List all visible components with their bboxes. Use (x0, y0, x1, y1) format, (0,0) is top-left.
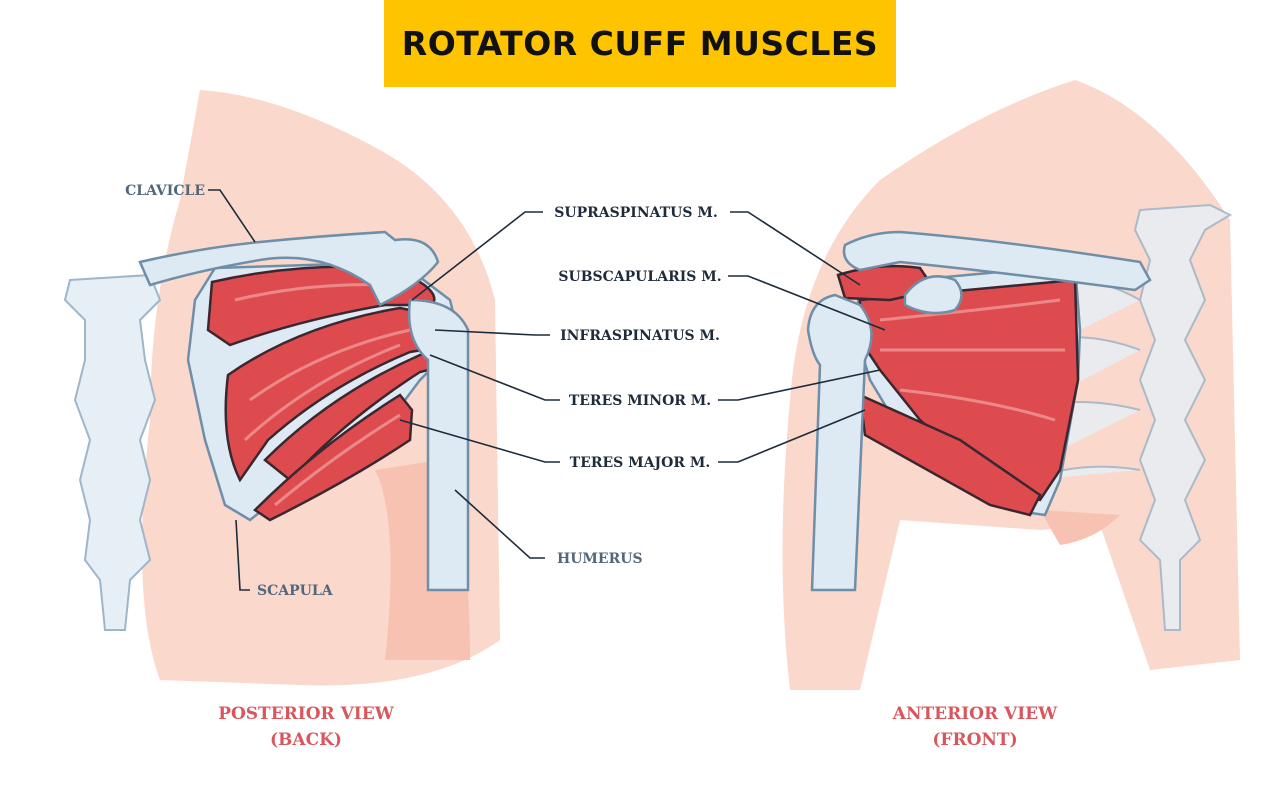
leader-teres-major-left (399, 419, 560, 463)
leader-humerus (454, 489, 545, 559)
label-scapula: SCAPULA (257, 583, 334, 599)
posterior-spine (63, 273, 162, 631)
label-humerus: HUMERUS (557, 551, 643, 567)
posterior-view-subtitle: (BACK) (270, 730, 342, 750)
leader-scapula (235, 519, 250, 591)
label-teres-major: TERES MAJOR M. (570, 455, 710, 471)
label-subscapularis: SUBSCAPULARIS M. (558, 269, 721, 285)
anterior-skin-shadow (1040, 510, 1120, 545)
label-clavicle: CLAVICLE (125, 183, 205, 199)
posterior-clavicle (138, 230, 440, 307)
leader-teres-major-right (718, 409, 866, 463)
leader-supraspinatus-right (730, 211, 861, 286)
posterior-humerus (407, 298, 470, 592)
label-teres-minor: TERES MINOR M. (569, 393, 711, 409)
leader-supraspinatus-left (411, 211, 543, 301)
anterior-teres-major (858, 392, 1042, 517)
anterior-view-subtitle: (FRONT) (932, 730, 1017, 750)
leader-infraspinatus (434, 329, 550, 336)
anterior-humerus (806, 293, 873, 592)
label-infraspinatus: INFRASPINATUS M. (560, 328, 720, 344)
leader-teres-minor-right (718, 369, 881, 401)
leader-subscapularis (728, 275, 886, 331)
page-title: ROTATOR CUFF MUSCLES (401, 24, 879, 63)
anterior-acromion (903, 275, 963, 315)
leader-teres-minor-left (429, 354, 560, 401)
posterior-infraspinatus (224, 306, 454, 483)
anterior-clavicle (842, 230, 1152, 292)
label-supraspinatus: SUPRASPINATUS M. (554, 205, 717, 221)
posterior-view-title: POSTERIOR VIEW (218, 704, 395, 724)
anterior-view-title: ANTERIOR VIEW (892, 704, 1058, 724)
leader-clavicle (208, 189, 256, 243)
posterior-view-illustration (63, 90, 500, 686)
anterior-view-illustration (782, 80, 1240, 690)
title-banner: ROTATOR CUFF MUSCLES (384, 0, 896, 87)
leader-lines (208, 189, 886, 591)
